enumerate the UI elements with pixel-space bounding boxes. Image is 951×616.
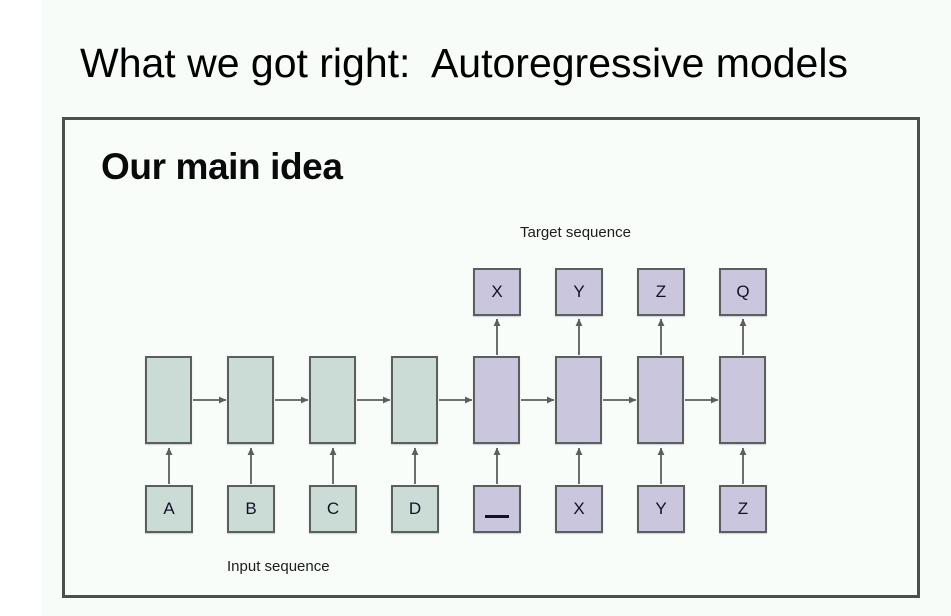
seq2seq-diagram: Target sequence Input sequence [65, 120, 923, 601]
rnn-cell-6[interactable] [637, 356, 684, 444]
output-box-q[interactable]: Q [719, 268, 767, 316]
input-box-c[interactable]: C [309, 485, 357, 533]
rnn-cell-3[interactable] [391, 356, 438, 444]
rnn-cell-4[interactable] [473, 356, 520, 444]
slide-heading: Our main idea [101, 146, 343, 187]
input-box-x[interactable]: X [555, 485, 603, 533]
output-box-x[interactable]: X [473, 268, 521, 316]
input-box-start-token[interactable] [473, 485, 521, 533]
input-box-a[interactable]: A [145, 485, 193, 533]
input-box-y[interactable]: Y [637, 485, 685, 533]
input-box-b[interactable]: B [227, 485, 275, 533]
output-box-z[interactable]: Z [637, 268, 685, 316]
output-box-y[interactable]: Y [555, 268, 603, 316]
rnn-cell-5[interactable] [555, 356, 602, 444]
target-sequence-label: Target sequence [520, 224, 631, 241]
input-sequence-label: Input sequence [227, 558, 330, 575]
page-title: What we got right: Autoregressive models [80, 40, 848, 86]
rnn-cell-0[interactable] [145, 356, 192, 444]
underscore-glyph [485, 514, 509, 518]
input-box-d[interactable]: D [391, 485, 439, 533]
rnn-cell-7[interactable] [719, 356, 766, 444]
rnn-cell-1[interactable] [227, 356, 274, 444]
slide-frame: Our main idea Target sequence Input sequ… [62, 117, 920, 598]
cell-to-output-arrows [493, 318, 747, 355]
input-box-z[interactable]: Z [719, 485, 767, 533]
rnn-cell-2[interactable] [309, 356, 356, 444]
input-to-cell-arrows [165, 447, 747, 484]
